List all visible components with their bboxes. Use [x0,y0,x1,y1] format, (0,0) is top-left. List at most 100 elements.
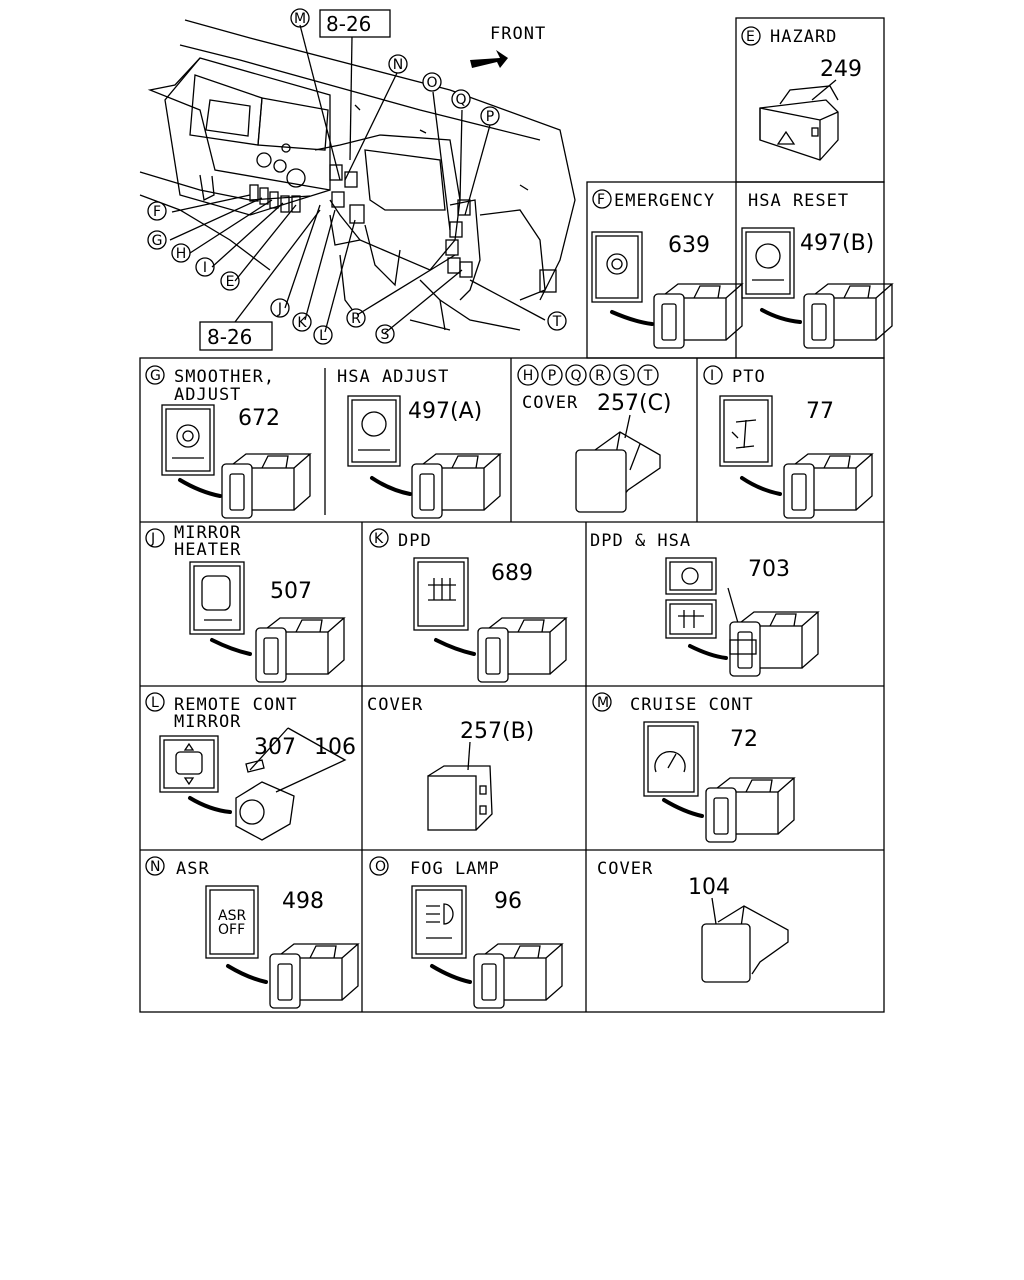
svg-text:Q: Q [570,368,581,384]
panel-k-letter: K [374,531,384,547]
panel-j-title1: MIRROR [174,523,241,543]
svg-text:Q: Q [455,92,466,108]
callout-o: O [422,72,442,92]
panel-n-title: ASR [176,859,210,879]
callout-f: F [147,201,167,221]
svg-text:R: R [351,311,361,327]
cover-c-letter-t: T [637,364,659,386]
fog-lamp-icon [426,903,454,925]
panel-k-part: 689 [491,561,533,586]
callout-m: M [290,8,310,28]
panel-j-letter: J [150,531,155,547]
cover-c-letter-q: Q [565,364,587,386]
hsa-adjust-part: 497(A) [408,399,482,424]
svg-text:N: N [393,57,403,73]
svg-text:H: H [176,246,187,262]
panel-g-part: 672 [238,406,280,431]
panel-o-letter: O [375,859,386,875]
panel-i-title: PTO [732,367,766,387]
panel-e-letter: E [746,29,755,45]
callout-circle [741,26,761,46]
hsa-reset-title: HSA RESET [748,191,849,211]
panel-hsa-adjust: HSA ADJUST 497(A) [337,367,501,519]
hsa-icon [755,243,781,269]
svg-text:L: L [319,328,327,344]
mirror-control-icon [175,751,203,775]
mirror-heater-icon [201,575,231,611]
panel-o-title: FOG LAMP [410,859,500,879]
cover-part: 104 [688,875,730,900]
callout-l: L [313,325,333,345]
leader-lines [169,24,546,334]
svg-text:P: P [486,109,494,125]
panel-m-letter: M [597,695,609,711]
panel-f-title: EMERGENCY [614,191,715,211]
svg-text:O: O [426,75,437,91]
dpd-icon [678,610,704,628]
dpd-icon [428,578,456,601]
ref-label-top: 8-26 [326,12,371,36]
hsa-icon-plate [741,227,795,299]
gear-icon [606,253,628,275]
cover-c-letter-r: R [589,364,611,386]
svg-text:K: K [297,315,307,331]
panel-m-title: CRUISE CONT [630,695,754,715]
svg-text:I: I [203,260,207,276]
panel-f-letter: F [597,192,605,208]
panel-hsa-reset: HSA RESET 497(B) [741,191,893,349]
panel-l-title1: REMOTE CONT [174,695,298,715]
svg-text:P: P [548,368,556,384]
panel-g-title1: SMOOTHER, [174,367,275,387]
panel-l-part1: 106 [314,735,356,760]
panel-j-part: 507 [270,579,312,604]
panel-m-part: 72 [730,727,758,752]
svg-text:T: T [552,314,562,330]
callout-q: Q [451,89,471,109]
svg-text:M: M [294,11,306,27]
panel-g-title2: ADJUST [174,385,241,405]
panel-n-asr: N ASR 498 ASR OFF [145,856,359,1009]
ref-label-bottom: 8-26 [207,325,252,349]
callout-e: E [220,271,240,291]
asr-icon-text1: ASR [218,908,246,924]
cover-b-part: 257(B) [460,719,534,744]
panel-f-part: 639 [668,233,710,258]
panel-o-part: 96 [494,889,522,914]
callout-k: K [292,312,312,332]
panel-e-part: 249 [820,57,862,82]
speedometer-icon [654,751,686,773]
hsa-reset-part: 497(B) [800,231,874,256]
panel-n-part: 498 [282,889,324,914]
hsa-icon [681,567,699,585]
panel-k-title: DPD [398,531,432,551]
panel-j-title2: HEATER [174,540,241,560]
panel-i-part: 77 [806,399,834,424]
svg-text:E: E [226,274,235,290]
svg-text:S: S [620,368,629,384]
cover-c-title: COVER [522,393,578,413]
svg-text:H: H [523,368,534,384]
panel-l-letter: L [151,695,159,711]
callout-g: G [147,230,167,250]
ref-box-bottom [199,321,273,351]
panel-n-letter: N [150,859,160,875]
pto-icon [731,419,757,449]
panel-cover-104: COVER 104 [597,859,789,983]
panel-g-letter: G [150,368,161,384]
gear-icon [176,424,200,448]
panel-o-fog-lamp: O FOG LAMP 96 [369,856,563,1009]
callout-n: N [388,54,408,74]
hsa-icon [361,411,387,437]
front-label: FRONT [490,24,546,44]
svg-text:R: R [595,368,605,384]
panel-l-part2: 307 [254,735,296,760]
callout-i: I [195,257,215,277]
svg-text:F: F [153,204,161,220]
dashboard-overview [139,19,576,331]
panel-k-dpd: K DPD 689 [369,528,567,683]
svg-text:T: T [643,368,653,384]
panel-l-remote-mirror: L REMOTE CONT MIRROR 106 307 [145,692,356,841]
svg-text:G: G [152,233,163,249]
callout-h: H [171,243,191,263]
callout-j: J [270,298,290,318]
